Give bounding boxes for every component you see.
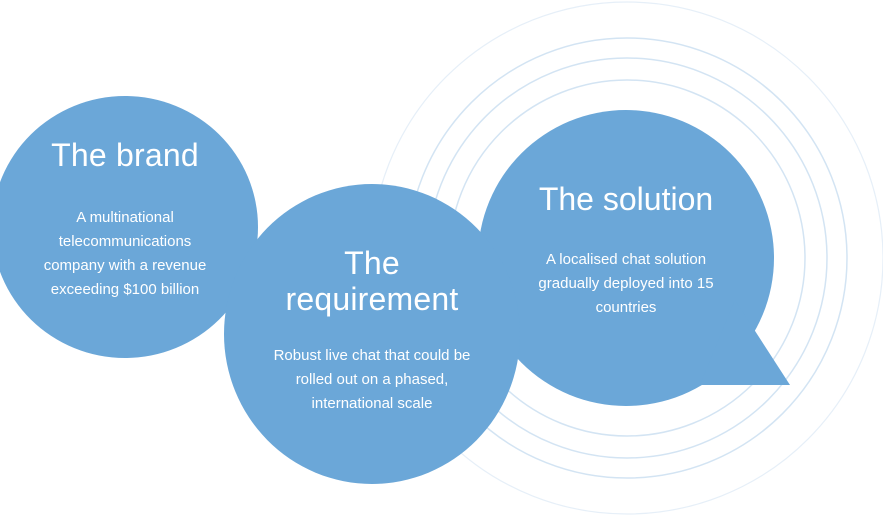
solution-bubble-circle xyxy=(478,110,774,406)
brand-bubble: The brand A multinational telecommunicat… xyxy=(0,96,258,358)
solution-description: A localised chat solution gradually depl… xyxy=(538,251,714,316)
brand-description: A multinational telecommunications compa… xyxy=(43,209,207,298)
brand-title: The brand xyxy=(51,137,199,173)
requirement-description: Robust live chat that could be rolled ou… xyxy=(273,347,471,412)
requirement-title: The requirement xyxy=(285,245,459,317)
solution-bubble-tail xyxy=(700,300,790,385)
solution-content: The solution A localised chat solution g… xyxy=(478,110,774,406)
requirement-bubble: The requirement Robust live chat that co… xyxy=(224,184,520,484)
solution-title: The solution xyxy=(538,181,714,217)
